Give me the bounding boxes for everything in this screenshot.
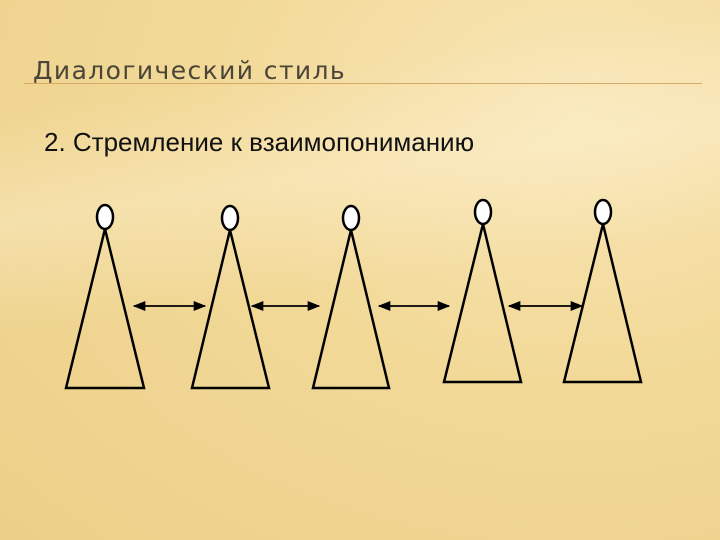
head-icon [95, 203, 115, 231]
body-triangle [190, 229, 271, 390]
slide-subtitle: 2. Стремление к взаимопониманию [44, 127, 475, 157]
head-icon [473, 198, 493, 226]
slide-title: Диалогический стиль [33, 56, 347, 85]
title-divider [24, 83, 702, 84]
body-triangle [311, 229, 391, 390]
person-figure-5 [562, 198, 643, 384]
body-triangle [64, 228, 146, 390]
person-figure-2 [190, 204, 271, 390]
head-icon [220, 204, 240, 232]
person-figure-4 [442, 198, 523, 384]
body-triangle [442, 223, 523, 384]
head-icon [341, 204, 361, 232]
head-icon [593, 198, 613, 226]
person-figure-3 [311, 204, 391, 390]
person-figure-1 [64, 203, 146, 390]
body-triangle [562, 223, 643, 384]
